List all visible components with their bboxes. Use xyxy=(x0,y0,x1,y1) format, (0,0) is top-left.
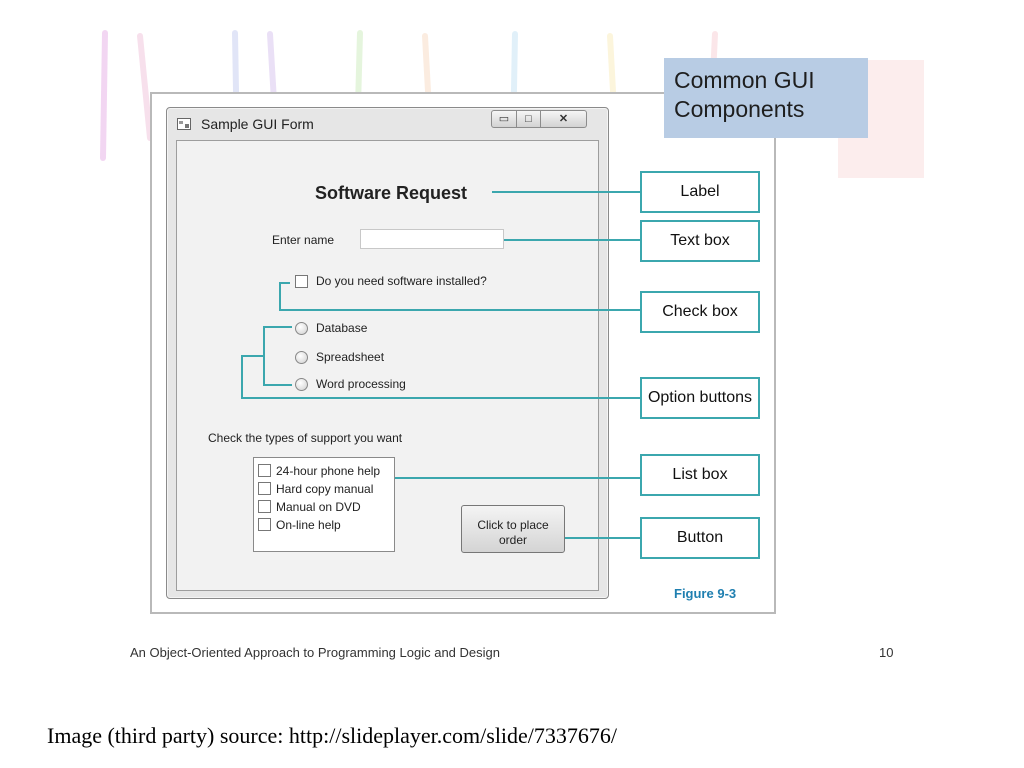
window-controls: ▭ □ ✕ xyxy=(491,110,587,128)
list-item-checkbox[interactable] xyxy=(258,464,271,477)
place-order-button[interactable]: Click to place order xyxy=(461,505,565,553)
support-list-box[interactable]: 24-hour phone help Hard copy manual Manu… xyxy=(253,457,395,552)
option-word-processing-radio[interactable] xyxy=(295,378,308,391)
list-item-label: 24-hour phone help xyxy=(276,464,381,478)
maximize-button[interactable]: □ xyxy=(517,110,541,128)
sample-window: Sample GUI Form ▭ □ ✕ Software Request E… xyxy=(166,107,609,599)
slide-title: Common GUI Components xyxy=(664,58,868,138)
callout-button: Button xyxy=(640,517,760,559)
slide-title-line1: Common GUI xyxy=(674,67,815,93)
slide-title-line2: Components xyxy=(674,96,805,122)
callout-option-buttons: Option buttons xyxy=(640,377,760,419)
list-item[interactable]: On-line help xyxy=(258,518,341,534)
option-database-label: Database xyxy=(316,321,368,335)
list-item-label: On-line help xyxy=(276,518,341,532)
figure-caption: Figure 9-3 xyxy=(674,586,737,601)
place-order-button-line2: order xyxy=(498,532,527,547)
install-checkbox[interactable] xyxy=(295,275,308,288)
name-label: Enter name xyxy=(272,233,335,247)
name-input[interactable] xyxy=(360,229,504,249)
callout-text-box: Text box xyxy=(640,220,760,262)
list-item-label: Hard copy manual xyxy=(276,482,374,496)
page-number: 10 xyxy=(879,645,894,660)
list-item-label: Manual on DVD xyxy=(276,500,361,514)
callout-label: Label xyxy=(640,171,760,213)
form-heading: Software Request xyxy=(315,183,468,203)
install-checkbox-label: Do you need software installed? xyxy=(316,274,487,288)
form-icon xyxy=(177,118,191,130)
window-title: Sample GUI Form xyxy=(201,116,314,132)
list-item[interactable]: Manual on DVD xyxy=(258,500,361,516)
option-spreadsheet-label: Spreadsheet xyxy=(316,350,385,364)
option-database-radio[interactable] xyxy=(295,322,308,335)
form-client-area: Software Request Enter name Do you need … xyxy=(176,140,599,591)
option-word-processing-label: Word processing xyxy=(316,377,406,391)
minimize-button[interactable]: ▭ xyxy=(491,110,517,128)
list-item[interactable]: 24-hour phone help xyxy=(258,464,380,480)
list-item-checkbox[interactable] xyxy=(258,482,271,495)
list-item-checkbox[interactable] xyxy=(258,500,271,513)
support-label: Check the types of support you want xyxy=(208,431,403,445)
footer-title: An Object-Oriented Approach to Programmi… xyxy=(130,645,500,660)
option-spreadsheet-radio[interactable] xyxy=(295,351,308,364)
image-source-credit: Image (third party) source: http://slide… xyxy=(47,723,618,748)
place-order-button-line1: Click to place xyxy=(477,517,549,532)
callout-check-box: Check box xyxy=(640,291,760,333)
list-item-checkbox[interactable] xyxy=(258,518,271,531)
callout-list-box: List box xyxy=(640,454,760,496)
close-button[interactable]: ✕ xyxy=(541,110,587,128)
list-item[interactable]: Hard copy manual xyxy=(258,482,373,498)
